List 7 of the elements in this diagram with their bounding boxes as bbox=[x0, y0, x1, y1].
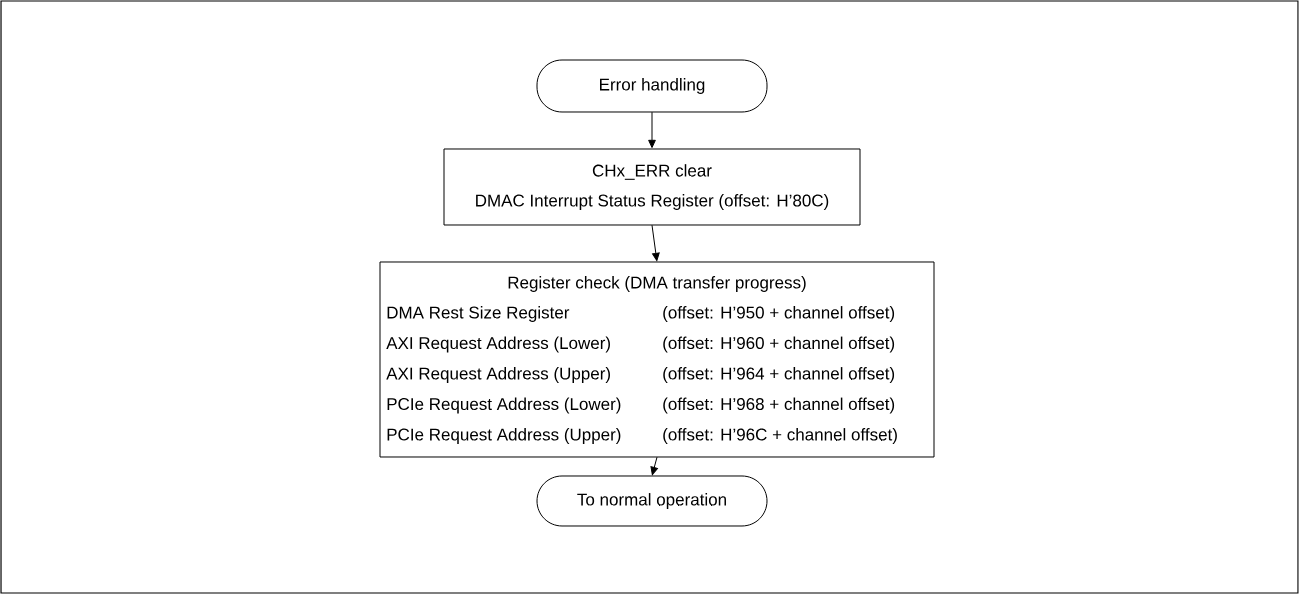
terminal-box: To normal operation bbox=[536, 475, 768, 527]
arrow bbox=[650, 456, 658, 476]
terminal-box: Error handling bbox=[536, 59, 768, 113]
arrow bbox=[651, 224, 660, 262]
process-box: CHx_ERR clear DMAC Interrupt Status Register (offset: H’80C) bbox=[443, 148, 861, 226]
arrow bbox=[648, 111, 656, 149]
process-box: Register check (DMA transfer progress) DMA Rest Size Register (offset: H’950 + channel offset) AXI Request Address (Lower) (offset: H’960 + channel offset) AXI Request Address (Upper) (offset: H’964 + channel offset) PCIe Request Address (Lower) (offset: H’968 + channel offset) PCIe Request Address (Upper) (offset: H’96C + channel offset) bbox=[379, 261, 935, 458]
